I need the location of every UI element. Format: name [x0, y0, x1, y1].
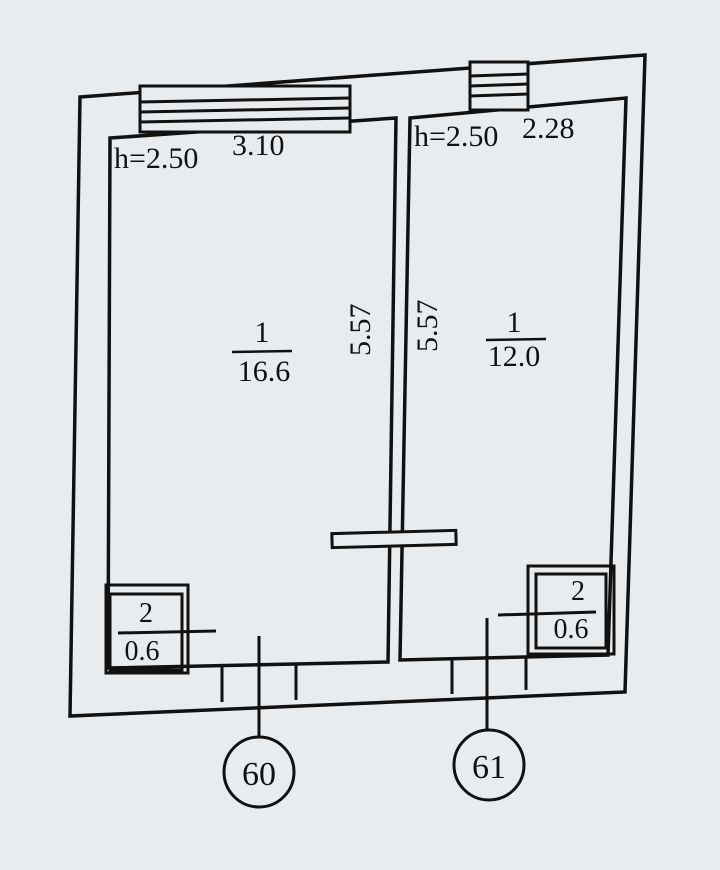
closet-left: [104, 583, 217, 675]
marker-61-circle: [452, 728, 526, 802]
room-left-width: 3.10: [232, 129, 285, 162]
room-right-fraction-bar: [485, 337, 547, 342]
marker-61-label: 61: [472, 749, 506, 786]
room-right-number: 1: [507, 306, 522, 339]
room-right-length: 5.57: [411, 300, 444, 353]
room-left-fraction-bar: [231, 349, 293, 354]
marker-60-circle: [222, 735, 296, 809]
partition-door: [330, 528, 458, 550]
window-left: [138, 84, 352, 134]
closet-left-number: 2: [139, 598, 153, 629]
room-right-width: 2.28: [522, 112, 575, 145]
room-left-number: 1: [255, 316, 270, 349]
room-right-height: h=2.50: [414, 120, 498, 153]
window-right: [468, 60, 530, 112]
closet-right-number: 2: [571, 576, 585, 607]
closet-right: [497, 564, 616, 656]
room-right-area: 12.0: [488, 340, 541, 373]
room-left-area: 16.6: [238, 355, 291, 388]
room-left-length: 5.57: [344, 304, 377, 357]
outer-wall: [68, 53, 647, 718]
room-left-height: h=2.50: [114, 142, 198, 175]
closet-right-area: 0.6: [554, 614, 589, 645]
entrance-right: [450, 656, 528, 694]
marker-60-label: 60: [242, 756, 276, 793]
entrance-left: [220, 665, 298, 702]
closet-left-area: 0.6: [125, 636, 160, 667]
